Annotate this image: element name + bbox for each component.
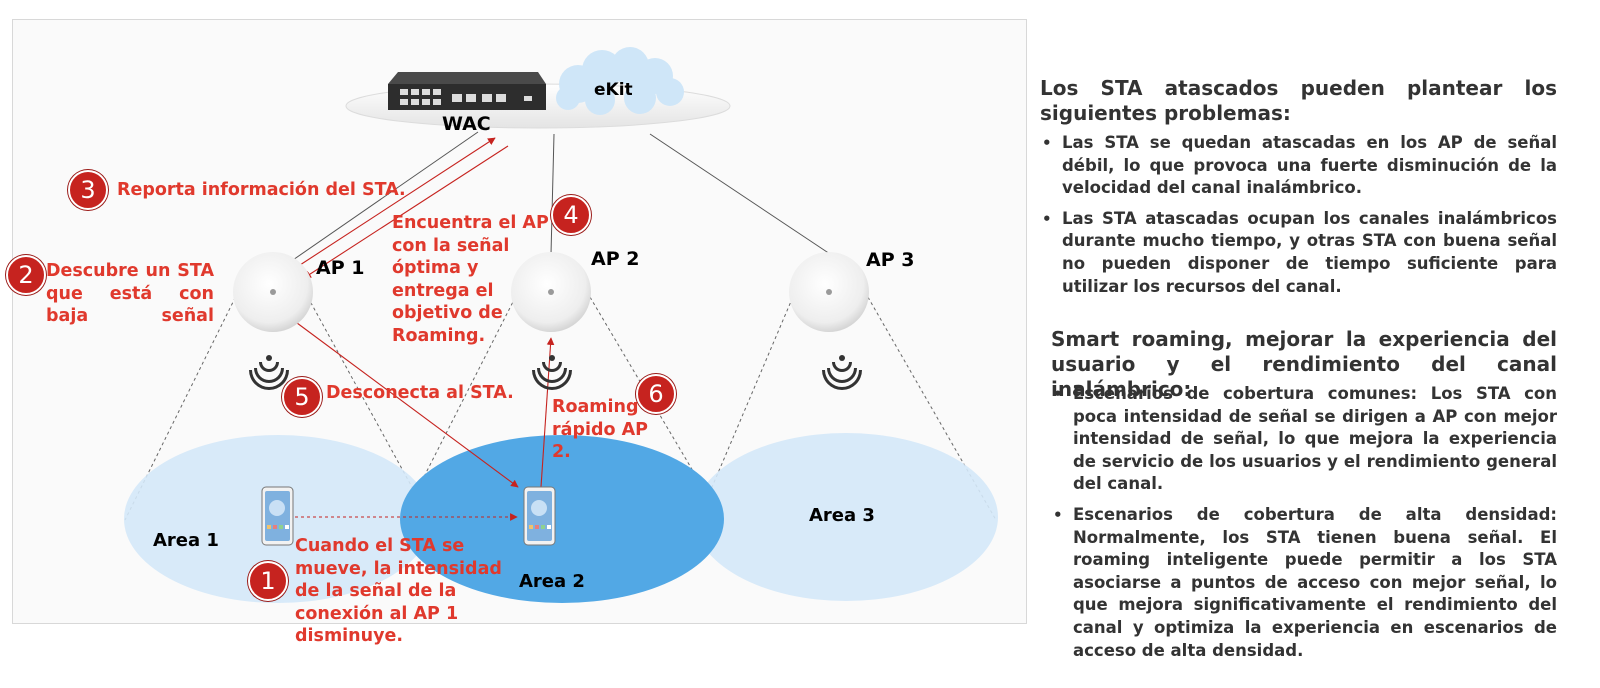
ap-1-icon: [233, 252, 313, 332]
wifi-icon: [249, 355, 289, 390]
ap-3-label: AP 3: [866, 249, 915, 271]
problems-list: Las STA se quedan atascadas en los AP de…: [1040, 132, 1557, 306]
area-2-ellipse: [400, 435, 724, 603]
area-1-label: Area 1: [153, 530, 219, 551]
step-2-text: Descubre un STA que está con baja señal: [46, 261, 214, 326]
problems-item: Las STA se quedan atascadas en los AP de…: [1040, 132, 1557, 200]
wac-device-icon: [388, 72, 546, 110]
explanation-panel: Los STA atascados pueden plantear los si…: [1040, 0, 1557, 688]
problems-heading: Los STA atascados pueden plantear los si…: [1040, 76, 1557, 125]
ekit-label: eKit: [594, 80, 633, 100]
area-2-label: Area 2: [519, 571, 585, 592]
smart-roaming-item: Escenarios de cobertura de alta densidad…: [1051, 504, 1557, 662]
step-2-badge: 2: [6, 255, 46, 295]
area-3-label: Area 3: [809, 505, 875, 526]
step-1-text: Cuando el STA se mueve, la intensidad de…: [295, 536, 502, 646]
ap-2-icon: [511, 252, 591, 332]
step-4-text: Encuentra el AP con la señal óptima y en…: [392, 213, 549, 346]
roaming-diagram: [124, 47, 998, 603]
step-1-badge: 1: [248, 561, 288, 601]
ap-3-icon: [789, 252, 869, 332]
uplinks: [289, 131, 831, 263]
step-5-text: Desconecta al STA.: [326, 383, 514, 403]
wifi-icon: [822, 355, 862, 390]
ap-2-label: AP 2: [591, 248, 640, 270]
ap-1-label: AP 1: [316, 257, 365, 279]
phone-icon: [261, 486, 294, 546]
wifi-icon: [532, 355, 572, 390]
problems-item: Las STA atascadas ocupan los canales ina…: [1040, 208, 1557, 298]
step-3-text: Reporta información del STA.: [117, 180, 406, 200]
red-arrows: [292, 137, 555, 521]
ekit-cloud-icon: [556, 47, 684, 115]
smart-roaming-list: Escenarios de cobertura comunes: Los STA…: [1051, 383, 1557, 670]
step-6-badge: 6: [636, 374, 676, 414]
area-3-ellipse: [694, 433, 998, 601]
step-4-badge: 4: [551, 195, 591, 235]
phone-icon: [523, 486, 556, 546]
step-5-badge: 5: [282, 377, 322, 417]
wac-label: WAC: [442, 113, 491, 135]
smart-roaming-item: Escenarios de cobertura comunes: Los STA…: [1051, 383, 1557, 496]
step-6-text: Roaming rápido AP 2.: [552, 397, 648, 462]
step-3-badge: 3: [68, 170, 108, 210]
